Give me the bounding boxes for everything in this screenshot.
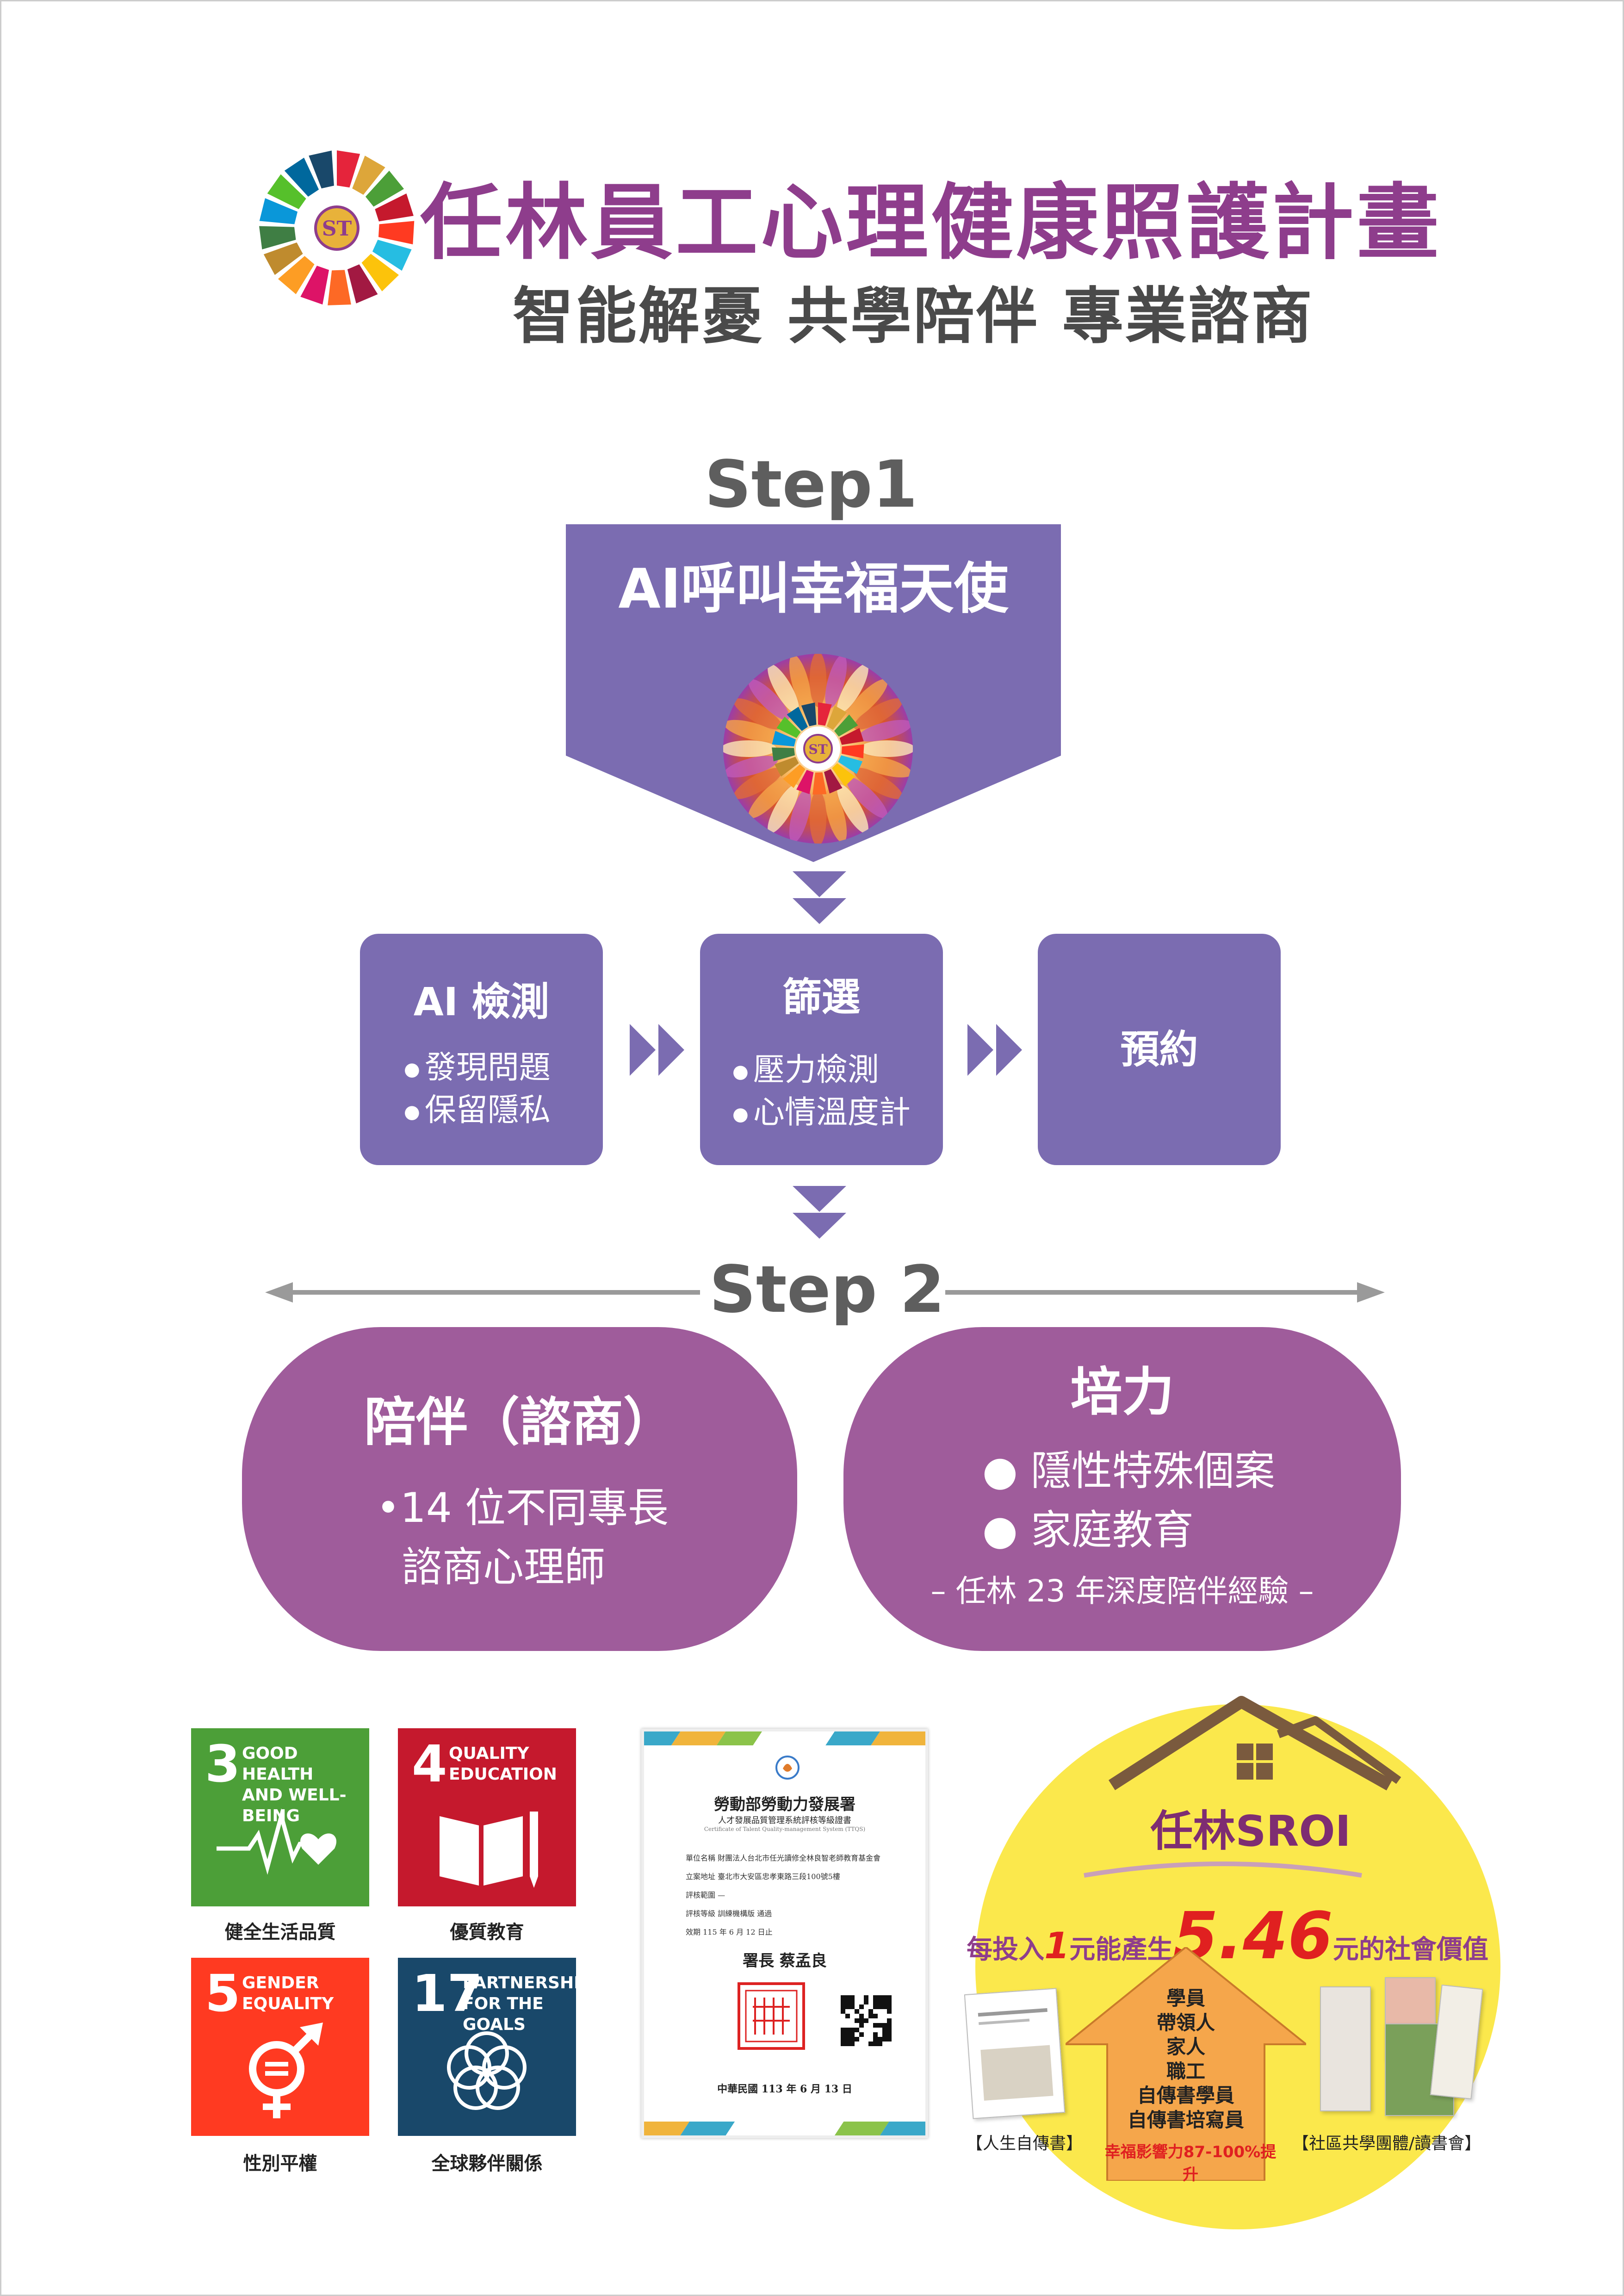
up-arrow-box	[1066, 1947, 1306, 2181]
sdg-3-caption: 健全生活品質	[224, 1921, 336, 1943]
house-roof-icon	[1108, 1696, 1401, 1791]
sdg-number: 4	[412, 1734, 447, 1793]
right-arrow-icon	[658, 1024, 684, 1076]
certificate-row: 單位名稱 財團法人台北市任光讀修全林良智老師教育基金會	[686, 1854, 881, 1862]
sroi-underline	[1084, 1862, 1362, 1878]
certificate-footer-stripe	[644, 2122, 925, 2135]
down-arrow-icon	[793, 1186, 846, 1212]
agency-seal-icon	[775, 1756, 800, 1780]
page-subtitle: 智能解憂 共學陪伴 專業諮商	[513, 281, 1314, 352]
empowerment-item2: ● 家庭教育	[982, 1506, 1194, 1554]
list-item: 保留隱私	[404, 1089, 603, 1132]
certificate-signer: 署長 蔡孟良	[743, 1952, 827, 1970]
reading-group-book-image	[1320, 1986, 1371, 2111]
screening-list: 壓力檢測 心情溫度計	[732, 1049, 943, 1134]
rings-icon	[447, 2031, 527, 2110]
screening-title: 篩選	[782, 974, 861, 1020]
list-item: 帶領人	[1156, 2011, 1215, 2034]
impact-footer: 幸福影響力87-100%提升	[1104, 2143, 1277, 2184]
right-arrow-icon	[630, 1024, 656, 1076]
right-arrow-icon	[996, 1024, 1022, 1076]
autobiography-caption: 【人生自傳書】	[966, 2134, 1083, 2153]
list-item: 發現問題	[404, 1047, 603, 1089]
foundation-logo: ST	[259, 150, 415, 305]
empowerment-oval: 培力 ● 隱性特殊個案 ● 家庭教育 – 任林 23 年深度陪伴經驗 –	[843, 1327, 1401, 1651]
certificate-en: Certificate of Talent Quality-management…	[704, 1826, 866, 1832]
step2-divider-line	[265, 1282, 1385, 1303]
certificate-row: 效期 115 年 6 月 12 日止	[686, 1928, 773, 1936]
list-item: 自傳書學員	[1137, 2084, 1234, 2107]
list-item: 心情溫度計	[732, 1092, 943, 1134]
empowerment-note: – 任林 23 年深度陪伴經驗 –	[930, 1573, 1314, 1609]
red-seal-stamp	[738, 1982, 805, 2050]
counseling-line2: 諮商心理師	[402, 1543, 606, 1591]
empowerment-title: 培力	[1070, 1362, 1174, 1422]
down-arrow-icon	[793, 1213, 846, 1239]
sdg-number: 3	[205, 1734, 241, 1793]
logo-letters: ST	[322, 217, 352, 241]
list-item: 壓力檢測	[732, 1049, 943, 1092]
page-title: 任林員工心理健康照護計畫	[420, 175, 1442, 271]
certificate-subtitle: 人才發展品質管理系統評核等級證書	[718, 1816, 851, 1825]
list-item: 學員	[1166, 1987, 1205, 2010]
certificate-row: 評核範圍 —	[686, 1891, 725, 1899]
list-item: 自傳書培寫員	[1127, 2108, 1244, 2131]
ai-detect-box: AI 檢測 發現問題 保留隱私	[360, 934, 603, 1165]
sdg-number: 5	[205, 1964, 241, 2023]
counseling-oval: 陪伴（諮商） •14 位不同專長 諮商心理師	[242, 1327, 797, 1651]
book-pencil-icon	[440, 1812, 538, 1888]
empowerment-item1: ● 隱性特殊個案	[982, 1447, 1275, 1495]
autobiography-book-image	[964, 1988, 1066, 2119]
heartbeat-icon	[217, 1808, 337, 1875]
sdg-4-caption: 優質教育	[450, 1921, 524, 1943]
certificate-row: 評核等級 訓練機構版 通過	[686, 1909, 772, 1918]
qr-code	[841, 1995, 892, 2046]
certificate-agency: 勞動部勞動力發展署	[714, 1795, 855, 1814]
screening-box: 篩選 壓力檢測 心情溫度計	[700, 934, 943, 1165]
banner-title: AI呼叫幸福天使	[618, 557, 1009, 621]
certificate-row: 立案地址 臺北市大安區忠孝東路三段100號5樓	[686, 1872, 840, 1881]
list-item: 家人	[1166, 2035, 1205, 2058]
ai-detect-title: AI 檢測	[413, 979, 550, 1024]
down-arrow-icon	[793, 871, 846, 897]
sroi-value-line: 每投入1元能產生5.46元的社會價值	[967, 1899, 1488, 1974]
sroi-title: 任林SROI	[1150, 1806, 1351, 1856]
angel-logo-letters: ST	[808, 742, 827, 757]
appointment-title: 預約	[1120, 1027, 1198, 1072]
step2-label: Step 2	[709, 1252, 945, 1328]
ttqs-certificate: 勞動部勞動力發展署 人才發展品質管理系統評核等級證書 Certificate o…	[641, 1729, 928, 2138]
certificate-header-stripe	[644, 1731, 925, 1745]
certificate-date: 中華民國 113 年 6 月 13 日	[717, 2083, 852, 2095]
reading-group-caption: 【社區共學團體/讀書會】	[1292, 2134, 1481, 2153]
sdg-5-caption: 性別平權	[243, 2153, 317, 2174]
right-arrow-icon	[967, 1024, 993, 1076]
ai-detect-list: 發現問題 保留隱私	[404, 1047, 603, 1132]
counseling-line1: •14 位不同專長	[376, 1484, 669, 1532]
appointment-box[interactable]: 預約	[1038, 934, 1281, 1165]
list-item: 職工	[1166, 2060, 1205, 2083]
gender-equality-icon	[249, 2023, 323, 2118]
sdg-17-caption: 全球夥伴關係	[431, 2153, 543, 2174]
step1-label: Step1	[704, 447, 918, 522]
sdg-number: 17	[412, 1964, 483, 2023]
counseling-title: 陪伴（諮商）	[364, 1392, 675, 1452]
beneficiary-list: 學員 帶領人 家人 職工 自傳書學員 自傳書培寫員	[1093, 1986, 1278, 2132]
down-arrow-icon	[793, 898, 846, 924]
angel-wings-image: ST	[723, 654, 913, 844]
